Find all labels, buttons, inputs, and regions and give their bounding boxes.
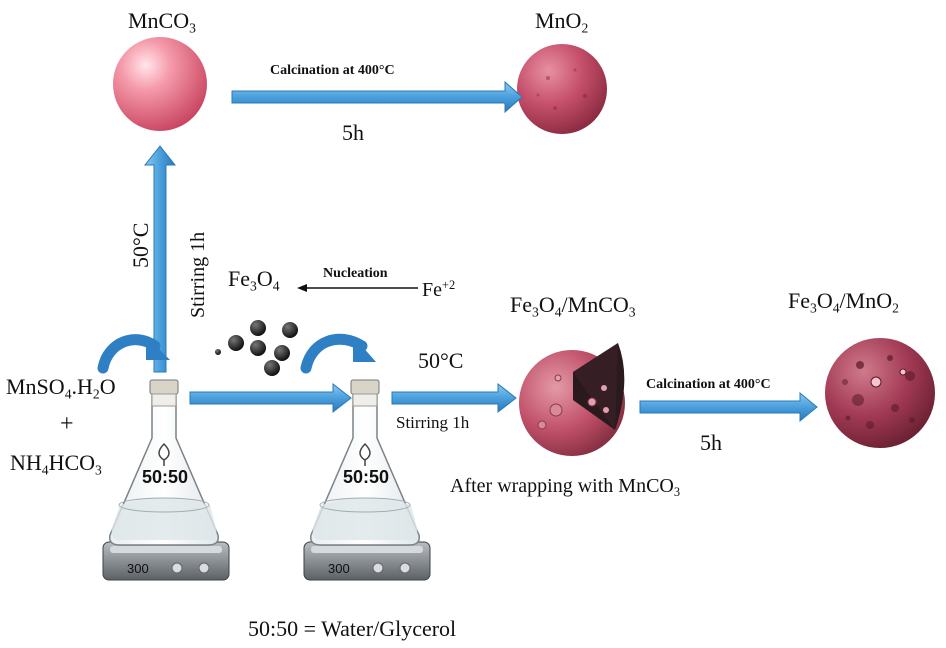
label-calcination-right: Calcination at 400°C xyxy=(646,377,771,392)
label-stirring-mid: Stirring 1h xyxy=(396,413,470,432)
label-temp-mid: 50°C xyxy=(418,348,464,373)
mnco3-sphere xyxy=(113,37,207,131)
arrow-vertical-up xyxy=(143,145,177,373)
label-plus: + xyxy=(60,411,74,437)
label-nucleation: Nucleation xyxy=(323,266,388,281)
fe3o4-mno2-sphere xyxy=(825,338,935,448)
label-fe-ion: Fe+2 xyxy=(422,278,456,301)
arrow-flask2-to-composite xyxy=(391,382,517,414)
flask-1 xyxy=(102,379,230,581)
label-after-wrapping: After wrapping with MnCO3 xyxy=(450,475,681,499)
label-time-right: 5h xyxy=(700,430,722,455)
label-flask2-ratio: 50:50 xyxy=(343,467,390,487)
label-time-top: 5h xyxy=(342,120,364,145)
flask-2 xyxy=(303,379,431,581)
label-stirrer2-speed: 300 xyxy=(328,561,350,576)
label-fe3o4-mnco3: Fe3O4/MnCO3 xyxy=(510,292,636,320)
label-stirrer1-speed: 300 xyxy=(127,561,149,576)
arrow-calcination-right xyxy=(639,391,818,423)
label-mnco3-top: MnCO3 xyxy=(128,8,196,36)
label-fe3o4-mno2: Fe3O4/MnO2 xyxy=(788,288,899,316)
label-reagent-mnso4: MnSO4.H2O xyxy=(6,374,116,402)
label-reagent-nh4hco3: NH4HCO3 xyxy=(10,450,102,478)
arrow-calcination-top xyxy=(231,80,523,114)
label-stirring-vertical: Stirring 1h xyxy=(187,231,209,318)
label-temp-vertical: 50°C xyxy=(128,222,153,268)
label-fe3o4: Fe3O4 xyxy=(228,266,280,294)
label-legend: 50:50 = Water/Glycerol xyxy=(248,616,457,641)
label-mno2-top: MnO2 xyxy=(535,8,589,36)
label-flask1-ratio: 50:50 xyxy=(142,467,189,487)
label-calcination-top: Calcination at 400°C xyxy=(270,63,395,78)
fe3o4-nanoparticles xyxy=(215,320,298,376)
mno2-sphere xyxy=(517,44,607,134)
fe3o4-mnco3-sphere xyxy=(519,343,625,456)
arrow-flask1-to-flask2 xyxy=(189,382,352,414)
